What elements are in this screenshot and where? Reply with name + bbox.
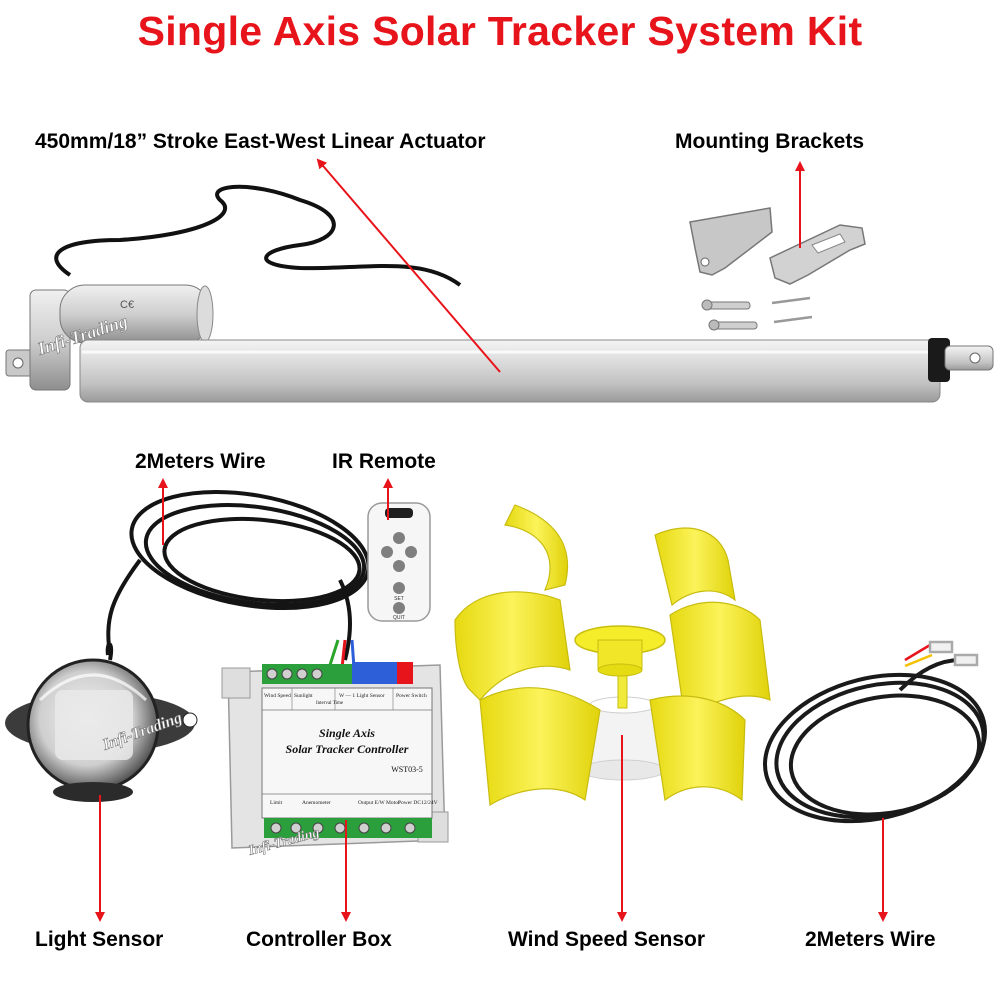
label-mounting-brackets: Mounting Brackets (675, 130, 865, 153)
label-wind-speed-sensor: Wind Speed Sensor (508, 928, 706, 951)
cotter-pin (773, 315, 813, 324)
label-light-sensor: Light Sensor (35, 928, 164, 951)
remote-set-label: SET (394, 596, 404, 602)
bottom-limit-label: Limit (270, 800, 283, 806)
arrow-actuator (316, 158, 501, 373)
wind-vane (479, 687, 601, 807)
page-title: Single Axis Solar Tracker System Kit (137, 8, 863, 54)
actuator-end-cap (928, 338, 950, 382)
svg-text:C€: C€ (120, 299, 134, 311)
terminal-block-bottom (264, 818, 432, 838)
terminal-block-top (262, 662, 413, 684)
label-actuator: 450mm/18” Stroke East-West Linear Actuat… (35, 130, 486, 153)
wire-right-leads (904, 640, 979, 668)
mounting-brackets (689, 207, 866, 331)
bracket-left (689, 207, 773, 276)
terminal-wind-label: Wind Speed (264, 693, 291, 699)
ir-remote: SET QUIT (367, 502, 431, 622)
label-controller-box: Controller Box (246, 928, 392, 951)
label-wire-left: 2Meters Wire (135, 450, 266, 473)
wind-speed-sensor (454, 504, 771, 807)
cotter-pin (771, 296, 811, 305)
remote-button-left (381, 546, 393, 558)
bottom-anemometer-label: Anemometer (302, 800, 331, 806)
wire-coil-left (106, 489, 371, 661)
wind-vane (454, 591, 571, 701)
controller-box: Wind Speed Sunlight Interval Time W — 1 … (221, 662, 449, 859)
remote-button-up (393, 532, 405, 544)
wind-vane (649, 695, 746, 802)
remote-button-right (405, 546, 417, 558)
label-wire-right: 2Meters Wire (805, 928, 936, 951)
bottom-output-label: Output E/W Motor (358, 800, 400, 806)
remote-button-quit (393, 602, 405, 614)
wire-coil-right (763, 658, 987, 824)
callout-arrows (95, 158, 888, 922)
controller-heading-1: Single Axis (319, 726, 375, 740)
label-ir-remote: IR Remote (332, 450, 436, 473)
terminal-light-label: W — 1 Light Sensor (339, 693, 385, 699)
actuator-outer-tube (79, 339, 941, 403)
controller-model: WST03-5 (391, 765, 423, 774)
terminal-power-switch-label: Power Switch (396, 693, 427, 699)
wind-vane (654, 527, 736, 607)
light-sensor: Infi-Trading (5, 642, 198, 802)
actuator-cable (54, 184, 462, 287)
terminal-interval-label: Interval Time (316, 701, 344, 706)
bottom-power-label: Power DC12/24V (398, 800, 438, 806)
remote-button-down (393, 560, 405, 572)
bracket-right (769, 224, 866, 285)
controller-heading-2: Solar Tracker Controller (286, 742, 409, 756)
remote-quit-label: QUIT (393, 615, 405, 621)
wire-leads (328, 639, 356, 669)
remote-button-set (393, 582, 405, 594)
wind-vane (504, 504, 569, 591)
actuator-inner-rod (944, 345, 994, 371)
terminal-sunlight-label: Sunlight (294, 693, 313, 699)
linear-actuator: C€ Infi-Trading (5, 184, 994, 403)
